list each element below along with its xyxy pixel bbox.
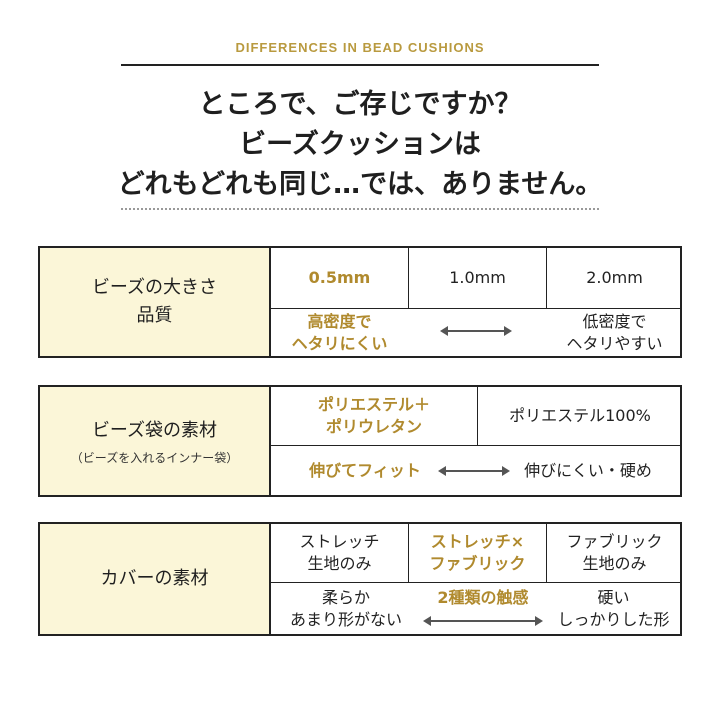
size-2.0mm: 2.0mm	[586, 268, 643, 287]
intro-line-2: ビーズクッションは	[239, 129, 481, 160]
quality-high-density: 高密度で ヘタリにくい	[291, 312, 388, 353]
column-divider	[408, 524, 409, 582]
column-divider	[546, 524, 547, 582]
cover-fabric-only: ファブリック 生地のみ	[566, 532, 663, 573]
intro-line-1: ところで、ご存じですか？	[198, 89, 522, 120]
size-1.0mm: 1.0mm	[449, 268, 506, 287]
row-divider	[271, 582, 680, 583]
category-label: ビーズの大きさ	[91, 277, 218, 298]
feel-stretch-fit: 伸びてフィット	[309, 461, 421, 480]
cover-category: カバーの素材	[40, 524, 271, 634]
column-divider	[546, 248, 547, 308]
category-label: ビーズ袋の素材	[91, 419, 218, 441]
header-title: DIFFERENCES IN BEAD CUSHIONS	[235, 40, 485, 55]
material-poly-urethane: ポリエステル＋ ポリウレタン	[317, 395, 430, 436]
feel-soft: 柔らか あまり形がない	[289, 588, 402, 629]
bead-bag-category: ビーズ袋の素材 （ビーズを入れるインナー袋）	[40, 387, 271, 495]
feel-firm: 硬い しっかりした形	[557, 588, 670, 629]
row-divider	[271, 308, 680, 309]
cover-material-table: カバーの素材 ストレッチ 生地のみ ストレッチ× ファブリック ファブリック 生…	[38, 522, 682, 636]
cover-stretch-only: ストレッチ 生地のみ	[299, 532, 380, 573]
category-label: カバーの素材	[100, 568, 209, 589]
feel-two-textures: 2種類の触感	[437, 588, 529, 607]
bead-size-category: ビーズの大きさ 品質	[40, 248, 271, 356]
double-arrow-icon	[423, 616, 543, 626]
double-arrow-icon	[438, 466, 510, 476]
category-note: （ビーズを入れるインナー袋）	[70, 450, 239, 465]
cover-stretch-fabric: ストレッチ× ファブリック	[429, 532, 526, 573]
column-divider	[408, 248, 409, 308]
intro-line-3: どれもどれも同じ…では、ありません。	[117, 169, 603, 200]
column-divider	[477, 387, 478, 445]
row-divider	[271, 445, 680, 446]
feel-stiff: 伸びにくい・硬め	[524, 461, 652, 480]
category-label: 品質	[136, 305, 173, 326]
bead-size-table: ビーズの大きさ 品質 0.5mm 1.0mm 2.0mm 高密度で ヘタリにくい…	[38, 246, 682, 358]
bead-bag-material-table: ビーズ袋の素材 （ビーズを入れるインナー袋） ポリエステル＋ ポリウレタン ポリ…	[38, 385, 682, 497]
header-rule	[121, 64, 599, 66]
double-arrow-icon	[440, 326, 512, 336]
dotted-divider	[121, 208, 599, 210]
quality-low-density: 低密度で ヘタリやすい	[566, 312, 663, 353]
material-poly-100: ポリエステル100%	[509, 406, 651, 425]
size-0.5mm: 0.5mm	[308, 268, 371, 287]
